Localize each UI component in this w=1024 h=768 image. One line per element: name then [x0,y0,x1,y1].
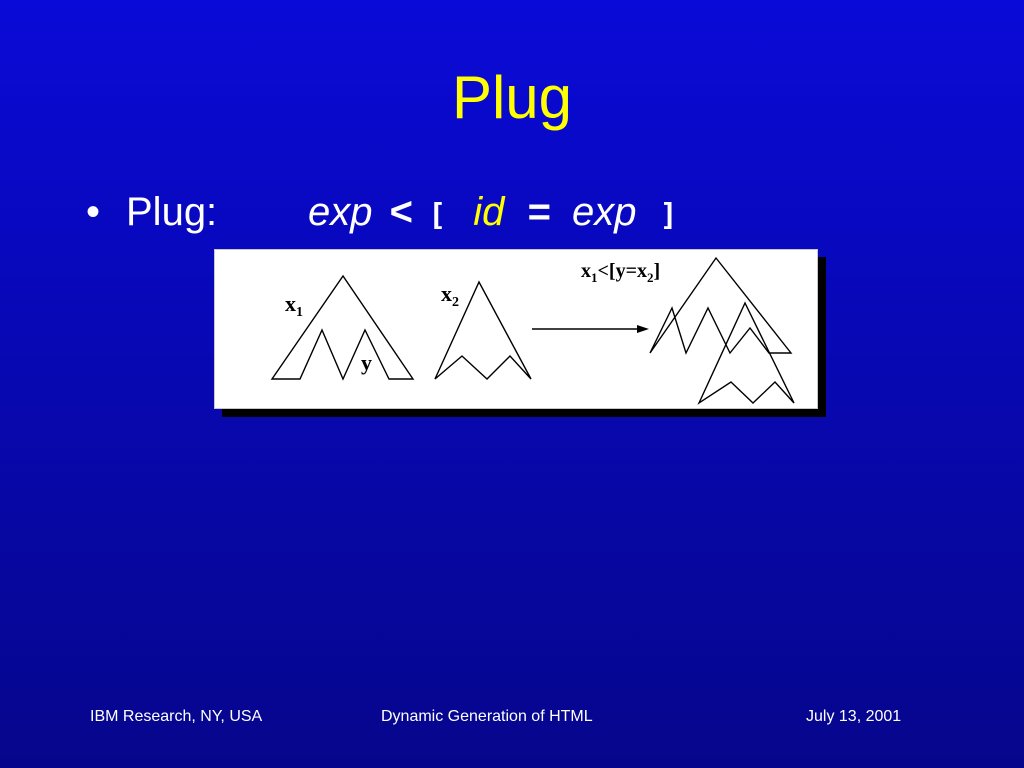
formula-right-bracket: ] [659,198,678,233]
bullet-marker: • [86,190,101,234]
arrow-icon [532,325,649,333]
label-y: y [361,350,372,375]
tree-x2 [434,280,532,380]
label-x1: x1 [285,291,303,320]
label-result: x1<[y=x2] [581,260,660,285]
slide-title: Plug [451,64,573,131]
tree-result-plugged [697,301,795,405]
formula-exp-1: exp [308,190,373,234]
plug-diagram: x1 y x2 x1<[y=x2] [214,249,818,409]
tree-x1 [270,274,415,381]
footer-date: July 13, 2001 [806,708,902,725]
tree-result-outer [649,256,793,355]
footer-organization: IBM Research, NY, USA [90,708,263,725]
formula-exp-2: exp [572,190,637,234]
formula-id: id [473,190,505,234]
footer-presentation-title: Dynamic Generation of HTML [381,708,593,725]
plug-formula: exp < [ id = exp ] [308,190,678,238]
formula-equals: = [527,190,551,234]
formula-left-bracket: [ [428,198,447,233]
plug-diagram-svg: x1 y x2 x1<[y=x2] [270,256,795,405]
label-x2: x2 [441,281,459,310]
bullet-label: Plug: [126,190,218,234]
formula-less-than: < [389,190,413,234]
